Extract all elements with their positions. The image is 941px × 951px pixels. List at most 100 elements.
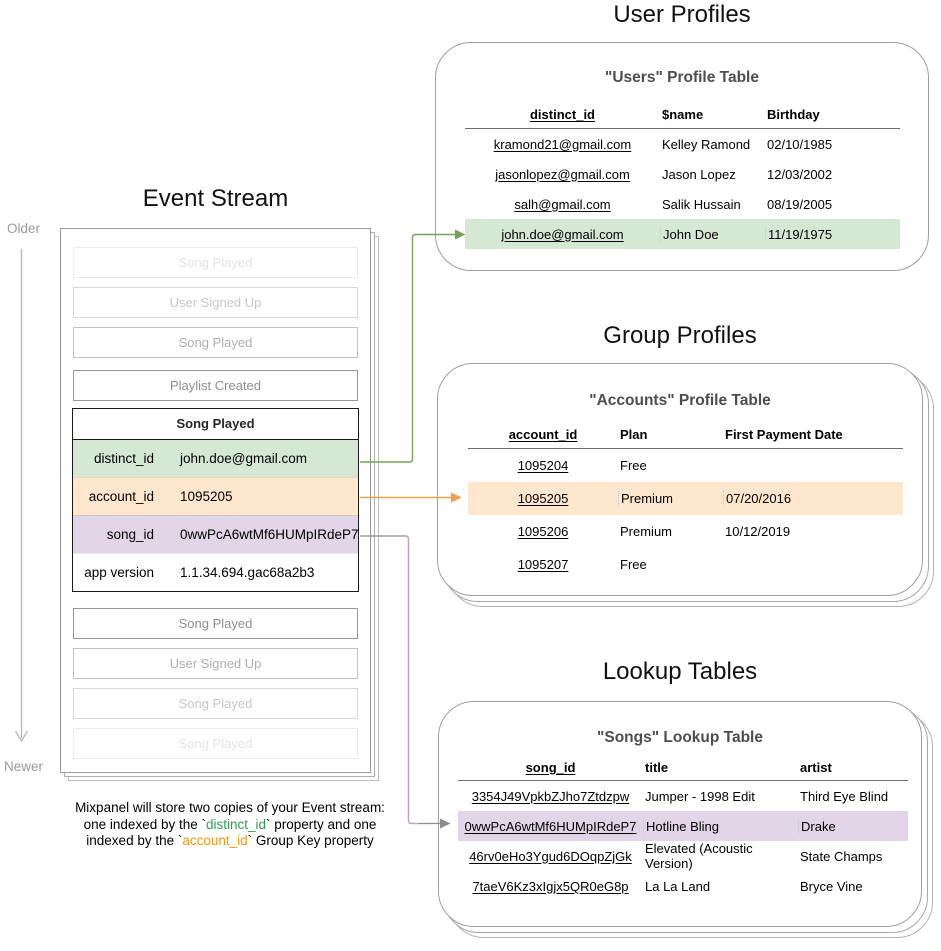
footer-text: ` property and one <box>266 816 377 832</box>
cell-plan: Premium <box>620 524 673 539</box>
cell-title: Jumper - 1998 Edit <box>645 788 755 804</box>
property-value: 0wwPcA6wtMf6HUMpIRdeP7 <box>180 527 359 542</box>
column-header: distinct_id <box>529 107 595 122</box>
footer-note: Mixpanel will store two copies of your E… <box>30 800 430 850</box>
lookup-tables-title: Lookup Tables <box>602 658 758 685</box>
cell-artist: Bryce Vine <box>800 878 863 894</box>
cell-artist: Drake <box>798 818 908 834</box>
column-header: Plan <box>620 427 648 442</box>
cell-birthday: 08/19/2005 <box>767 196 833 212</box>
songs-lookup-card: "Songs" Lookup Table song_id title artis… <box>438 701 933 938</box>
cell-name: Jason Lopez <box>662 166 736 182</box>
cell-account-id: 1095207 <box>517 557 569 572</box>
event-label: Song Played <box>178 616 253 631</box>
footer-text: one indexed by the ` <box>83 816 206 832</box>
column-header: First Payment Date <box>725 427 843 442</box>
table-header-row: account_id Plan First Payment Date <box>468 421 903 449</box>
column-header: Birthday <box>767 107 820 122</box>
property-value: john.doe@gmail.com <box>180 451 308 466</box>
table-row: 1095207 Free <box>468 548 903 581</box>
event-label: User Signed Up <box>169 656 262 671</box>
event-box-faded: User Signed Up <box>73 287 358 318</box>
cell-song-id: 7taeV6Kz3xIgjx5QR0eG8p <box>472 878 629 894</box>
cell-song-id: 46rv0eHo3Ygud6DOqpZjGk <box>469 848 632 864</box>
property-value: 1.1.34.694.gac68a2b3 <box>180 565 315 580</box>
table-row: 3354J49VpkbZJho7Ztdzpw Jumper - 1998 Edi… <box>458 781 908 811</box>
table-row: 1095204 Free <box>468 449 903 482</box>
event-box-faded: User Signed Up <box>73 648 358 679</box>
cell-plan: Premium <box>618 491 723 506</box>
property-key: distinct_id <box>93 451 154 466</box>
event-box: Song Played <box>73 608 358 639</box>
distinct-id-token: distinct_id <box>205 816 267 832</box>
user-profiles-title: User Profiles <box>613 1 751 28</box>
cell-name: John Doe <box>660 226 765 242</box>
property-key: app version <box>84 565 154 580</box>
accounts-table: account_id Plan First Payment Date 10952… <box>468 421 903 581</box>
property-key: song_id <box>106 527 154 542</box>
users-profile-card: "Users" Profile Table distinct_id $name … <box>435 42 929 271</box>
event-label: Song Played <box>178 335 253 350</box>
cell-song-id: 0wwPcA6wtMf6HUMpIRdeP7 <box>464 818 637 834</box>
cell-distinct-id: kramond21@gmail.com <box>493 136 632 152</box>
cell-birthday: 02/10/1985 <box>767 136 833 152</box>
event-property-row-song-id: song_id 0wwPcA6wtMf6HUMpIRdeP7 <box>73 515 359 553</box>
cell-name: Salik Hussain <box>662 196 741 212</box>
group-profiles-title: Group Profiles <box>603 322 757 349</box>
table-header-row: distinct_id $name Birthday <box>465 101 900 129</box>
cell-plan: Free <box>620 557 647 572</box>
table-row-highlighted: 1095205 Premium 07/20/2016 <box>468 482 903 515</box>
cell-plan: Free <box>620 458 647 473</box>
event-box-faded: Song Played <box>73 327 358 358</box>
event-box-faded: Song Played <box>73 247 358 278</box>
footer-line-2: one indexed by the `distinct_id` propert… <box>30 817 430 834</box>
column-header: $name <box>662 107 704 122</box>
cell-artist: Third Eye Blind <box>800 788 889 804</box>
cell-account-id: 1095205 <box>517 491 569 506</box>
table-row: salh@gmail.com Salik Hussain 08/19/2005 <box>465 189 900 219</box>
property-key: account_id <box>88 489 154 504</box>
timeline-older-label: Older <box>7 221 41 236</box>
event-box-faded: Song Played <box>73 688 358 719</box>
footer-text: ` Group Key property <box>247 833 374 848</box>
cell-title: Elevated (Acoustic Version) <box>645 841 753 871</box>
accounts-profile-card: "Accounts" Profile Table account_id Plan… <box>437 363 934 607</box>
property-value: 1095205 <box>180 489 233 504</box>
users-table-title: "Users" Profile Table <box>605 69 759 86</box>
cell-birthday: 11/19/1975 <box>765 226 900 242</box>
table-row: 7taeV6Kz3xIgjx5QR0eG8p La La Land Bryce … <box>458 871 908 901</box>
column-header: account_id <box>508 427 578 442</box>
timeline-newer-label: Newer <box>4 759 44 774</box>
focused-event-title: Song Played <box>73 409 358 440</box>
cell-song-id: 3354J49VpkbZJho7Ztdzpw <box>471 788 630 804</box>
table-row: jasonlopez@gmail.com Jason Lopez 12/03/2… <box>465 159 900 189</box>
table-row-highlighted: 0wwPcA6wtMf6HUMpIRdeP7 Hotline Bling Dra… <box>458 811 908 841</box>
event-box: Playlist Created <box>73 370 358 401</box>
event-property-row-app-version: app version 1.1.34.694.gac68a2b3 <box>73 553 358 591</box>
event-label: Song Played <box>178 255 253 270</box>
timeline-arrow <box>14 249 29 743</box>
cell-account-id: 1095204 <box>517 458 569 473</box>
songs-table-title: "Songs" Lookup Table <box>597 729 763 746</box>
account-id-token: account_id <box>182 833 248 848</box>
cell-title: Hotline Bling <box>643 818 798 834</box>
event-label: User Signed Up <box>169 295 262 310</box>
table-row: 46rv0eHo3Ygud6DOqpZjGk Elevated (Acousti… <box>458 841 908 871</box>
cell-title: La La Land <box>645 878 711 894</box>
table-header-row: song_id title artist <box>458 754 908 781</box>
event-box-faded: Song Played <box>73 728 358 759</box>
footer-text: indexed by the ` <box>86 833 183 848</box>
focused-event-card: Song Played distinct_id john.doe@gmail.c… <box>72 408 359 592</box>
event-stream-panel: Song Played User Signed Up Song Played P… <box>60 228 379 781</box>
event-label: Playlist Created <box>169 378 262 393</box>
cell-first-payment: 10/12/2019 <box>725 524 791 539</box>
songs-table: song_id title artist 3354J49VpkbZJho7Ztd… <box>458 754 908 901</box>
accounts-table-title: "Accounts" Profile Table <box>589 392 771 409</box>
cell-distinct-id: john.doe@gmail.com <box>501 226 624 242</box>
event-label: Song Played <box>178 736 253 751</box>
table-row: 1095206 Premium 10/12/2019 <box>468 515 903 548</box>
event-stream-title: Event Stream <box>142 185 289 212</box>
cell-artist: State Champs <box>800 848 883 864</box>
event-property-row-distinct-id: distinct_id john.doe@gmail.com <box>73 440 358 477</box>
